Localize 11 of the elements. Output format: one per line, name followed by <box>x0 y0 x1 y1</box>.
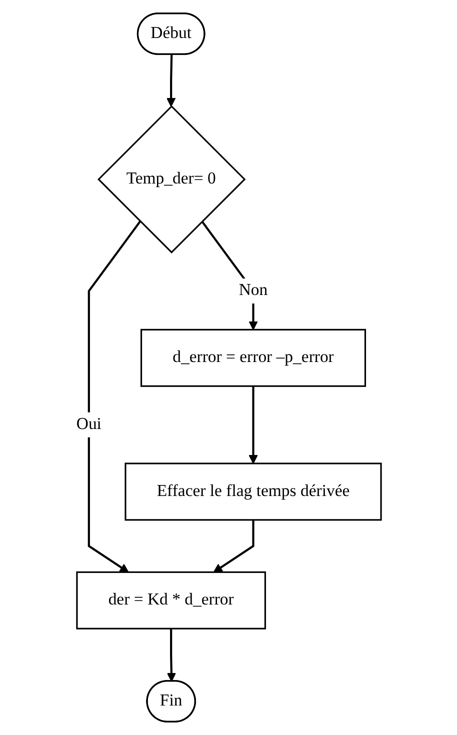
arrow <box>166 54 176 107</box>
node-box: d_error = error –p_error <box>140 328 366 387</box>
edge-label: Oui <box>76 415 102 434</box>
arrow <box>248 386 258 464</box>
edge-label: Non <box>238 282 268 300</box>
arrow <box>166 628 176 682</box>
arrow <box>88 220 141 573</box>
node-box: der = Kd * d_error <box>76 571 266 630</box>
node-box: Effacer le flag temps dérivée <box>124 462 382 521</box>
node-diamond: Temp_der= 0 <box>97 105 246 254</box>
arrow <box>213 520 254 573</box>
